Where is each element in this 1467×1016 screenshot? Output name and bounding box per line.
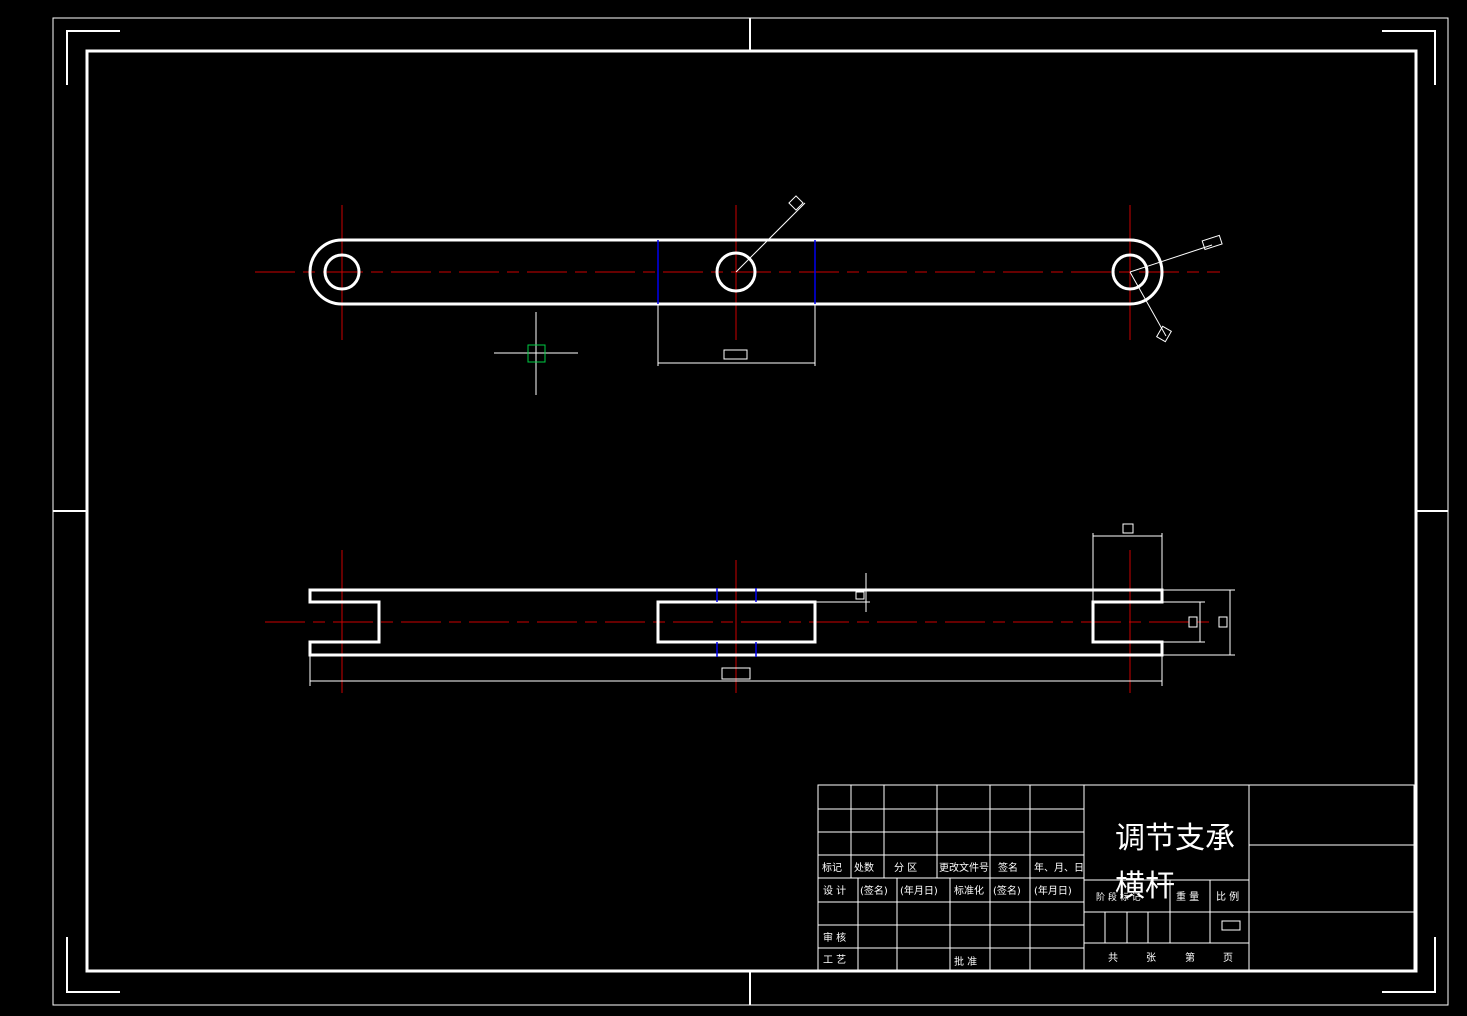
part-name-line1: 调节支承 bbox=[1115, 821, 1235, 856]
center-marks bbox=[53, 18, 1448, 1005]
hole-right bbox=[1111, 253, 1149, 291]
title-block bbox=[817, 784, 1415, 972]
front-view-dimensions bbox=[657, 195, 1223, 366]
hdr-signature: 签名 bbox=[998, 861, 1018, 874]
hdr-zone: 分 区 bbox=[894, 862, 917, 874]
cursor-pickbox bbox=[527, 344, 546, 363]
design-sign: (签名) bbox=[860, 884, 888, 897]
approve-label: 批 准 bbox=[954, 955, 977, 968]
standardize-label: 标准化 bbox=[954, 884, 984, 897]
design-date: (年月日) bbox=[900, 884, 938, 897]
part-name-line2: 横杆 bbox=[1115, 869, 1175, 904]
sheet-no: 第 bbox=[1185, 951, 1195, 964]
stage-mark-label: 阶 段 标 记 bbox=[1096, 891, 1141, 903]
top-view-centerlines bbox=[265, 550, 1215, 693]
standardize-date: (年月日) bbox=[1034, 884, 1072, 897]
sheets-unit: 张 bbox=[1146, 952, 1156, 964]
hole-left bbox=[323, 253, 361, 291]
page-unit: 页 bbox=[1223, 952, 1233, 964]
design-label: 设 计 bbox=[823, 884, 846, 897]
front-view-centerlines bbox=[255, 205, 1220, 340]
standardize-sign: (签名) bbox=[993, 884, 1021, 897]
review-label: 审 核 bbox=[823, 931, 846, 944]
hdr-change-doc: 更改文件号 bbox=[939, 861, 989, 874]
hdr-count: 处数 bbox=[854, 861, 874, 874]
front-view bbox=[255, 195, 1223, 366]
corner-brackets bbox=[66, 30, 1436, 993]
center-boss bbox=[656, 600, 817, 644]
hdr-mark: 标记 bbox=[822, 862, 842, 874]
hole-center bbox=[715, 251, 757, 293]
cad-cursor bbox=[494, 312, 578, 395]
top-view bbox=[265, 523, 1235, 693]
front-view-hidden-lines bbox=[657, 240, 816, 304]
process-label: 工 艺 bbox=[823, 954, 846, 966]
top-view-dimensions bbox=[309, 523, 1235, 686]
scale-label: 比 例 bbox=[1216, 890, 1239, 903]
title-block-text: 调节支承 横杆 标记 处数 分 区 更改文件号 签名 年、月、日 设 计 (签名… bbox=[822, 821, 1239, 968]
top-view-hidden-lines bbox=[716, 588, 757, 657]
sheets-total: 共 bbox=[1108, 952, 1118, 964]
lever-outline bbox=[308, 238, 1164, 306]
hdr-date: 年、月、日 bbox=[1034, 861, 1084, 874]
weight-label: 重 量 bbox=[1176, 890, 1199, 903]
